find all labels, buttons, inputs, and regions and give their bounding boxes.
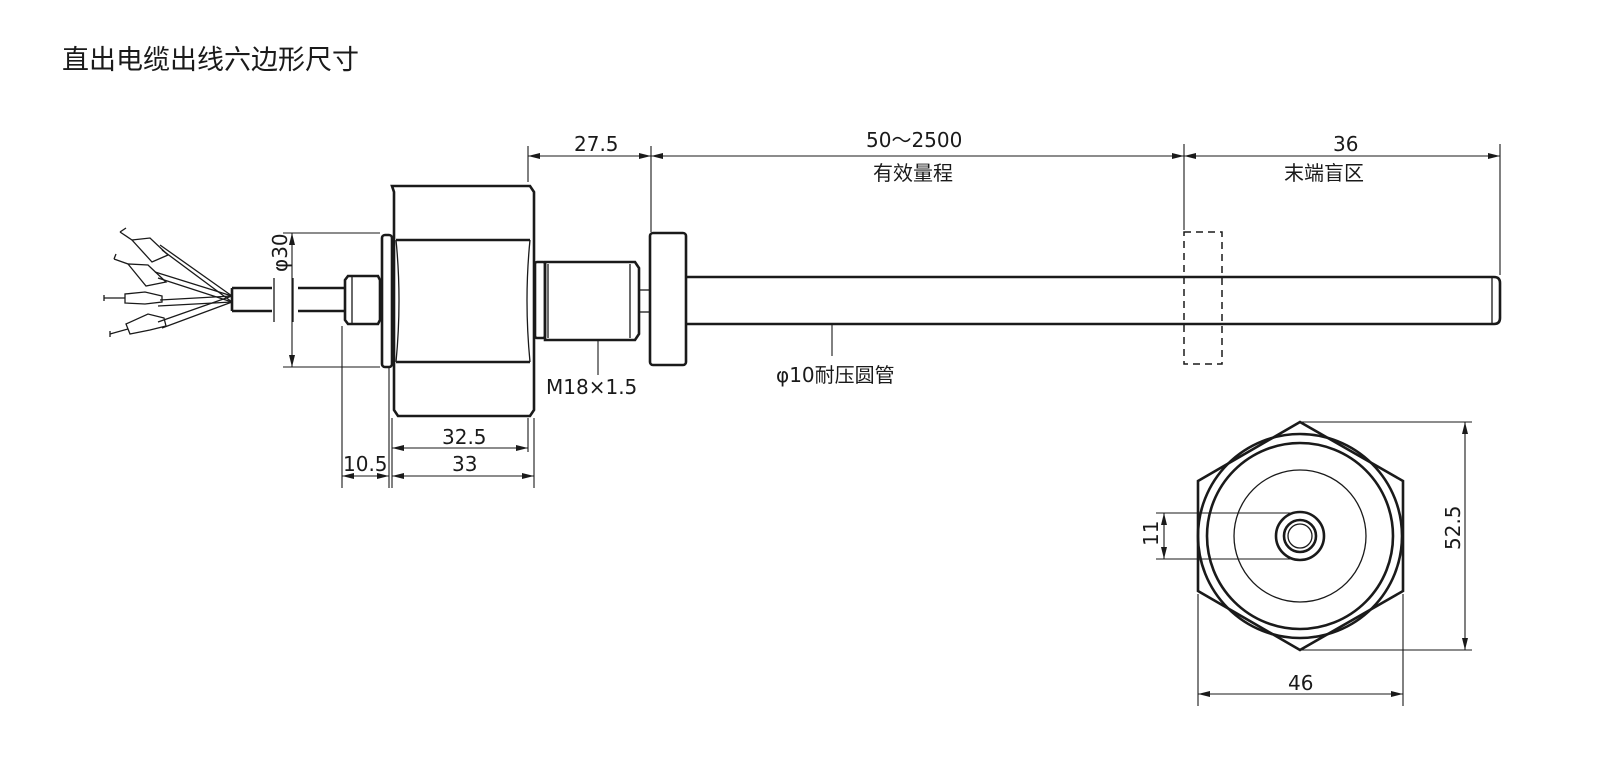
pressure-tube <box>686 275 1502 326</box>
hex-body <box>390 184 536 418</box>
dim-label-32-5: 32.5 <box>442 425 487 449</box>
dimension-52-5: 52.5 <box>1300 421 1472 651</box>
dim-label-46: 46 <box>1288 671 1313 695</box>
cable-gland <box>343 274 382 326</box>
dimension-range: 50～2500 有效量程 <box>651 128 1184 185</box>
dim-label-33: 33 <box>452 452 477 476</box>
dimension-32-5: 32.5 <box>392 425 528 451</box>
hex-outline <box>1196 420 1405 652</box>
cable-hole <box>1282 518 1318 554</box>
outer-circle <box>1196 432 1404 640</box>
thread-section <box>533 260 650 342</box>
tube-callout: φ10耐压圆管 <box>776 324 895 387</box>
wire-terminal <box>113 253 168 287</box>
dimension-36: 36 末端盲区 <box>1184 132 1500 185</box>
cable-wires <box>103 227 233 337</box>
dimension-phi30: φ30 <box>268 232 380 368</box>
page-title: 直出电缆出线六边形尺寸 <box>62 45 359 76</box>
start-float <box>648 231 688 367</box>
dim-label-10-5: 10.5 <box>343 452 388 476</box>
dim-label-52-5: 52.5 <box>1441 505 1465 550</box>
label-tube: φ10耐压圆管 <box>776 363 895 387</box>
cable-outlet <box>1274 510 1326 562</box>
label-thread: M18×1.5 <box>546 375 637 399</box>
end-view: 11 52.5 46 <box>1139 420 1472 706</box>
cable-sheath <box>230 278 345 322</box>
label-effective-range: 有效量程 <box>873 161 953 185</box>
wire-terminal <box>103 291 163 305</box>
inner-circle <box>1233 469 1367 603</box>
dimension-33: 33 <box>392 452 534 479</box>
wire-terminal <box>119 227 170 263</box>
dimension-46: 46 <box>1197 594 1404 706</box>
label-dead-zone: 末端盲区 <box>1284 161 1364 185</box>
dimension-27-5: 27.5 <box>528 132 651 159</box>
dim-label-range: 50～2500 <box>866 128 962 152</box>
end-float-dashed <box>1183 231 1223 365</box>
dim-label-36: 36 <box>1333 132 1358 156</box>
dim-label-phi30: φ30 <box>268 233 292 272</box>
dim-label-11: 11 <box>1139 521 1163 546</box>
dimension-11: 11 <box>1139 512 1296 560</box>
dimension-10-5: 10.5 <box>342 452 389 479</box>
thread-callout: M18×1.5 <box>546 340 637 399</box>
dim-label-27-5: 27.5 <box>574 132 619 156</box>
side-view: 27.5 50～2500 有效量程 36 末端盲区 φ30 <box>103 128 1502 488</box>
wire-terminal <box>109 313 167 337</box>
chamfer-circle <box>1205 441 1395 631</box>
flange-collar <box>380 233 394 369</box>
